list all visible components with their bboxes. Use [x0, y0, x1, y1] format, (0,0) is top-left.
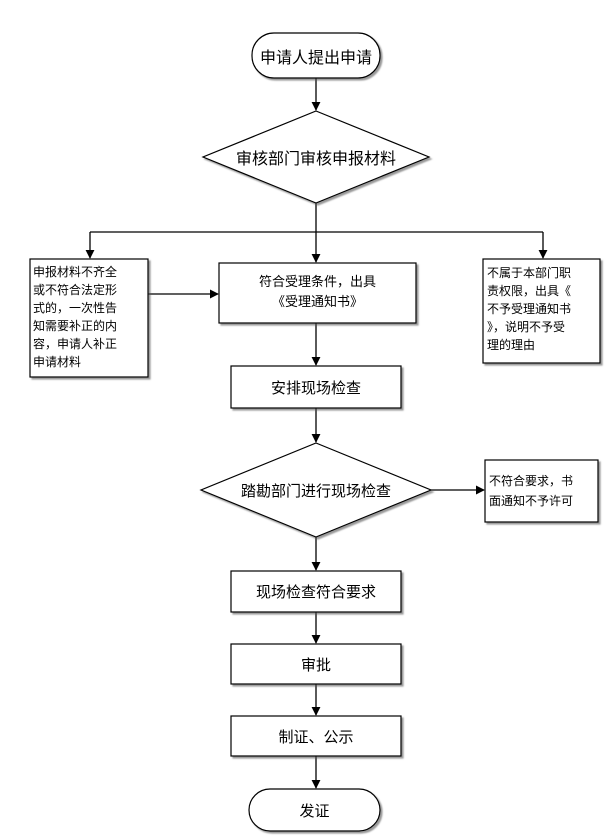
- arrange-box: [230, 365, 402, 409]
- approve-box: [230, 643, 402, 685]
- review-decision: [201, 110, 431, 204]
- certify-label: 制证、公示: [278, 727, 354, 746]
- meets-box: [230, 570, 402, 613]
- inspect-label: 踏勘部门进行现场检查: [240, 481, 391, 500]
- incomplete-box: [29, 258, 149, 378]
- accept-box: [218, 262, 417, 324]
- issue-label: 发证: [299, 801, 330, 820]
- approve-label: 审批: [300, 655, 331, 674]
- not-permit-label: 不符合要求，书 面通知不予许可: [489, 474, 574, 508]
- accept-label: 符合受理条件，出具 《受理通知书》: [258, 275, 376, 310]
- reject-label: 不属于本部门职 责权限，出具《 不予受理通知书 》，说明不予受 理的理由: [487, 266, 572, 352]
- incomplete-label: 申报材料不齐全 或不符合法定形 式的，一次性告 知需要补正的内 容，申请人补正 …: [33, 265, 118, 369]
- certify-box: [230, 715, 402, 757]
- review-label: 审核部门审核申报材料: [235, 149, 396, 168]
- start-terminator: [251, 32, 381, 79]
- not-permit-box: [484, 459, 599, 523]
- arrange-label: 安排现场检查: [270, 378, 361, 397]
- issue-terminator: [248, 788, 381, 832]
- reject-box: [482, 258, 601, 364]
- meets-label: 现场检查符合要求: [255, 583, 376, 601]
- start-label: 申请人提出申请: [259, 47, 372, 67]
- inspect-decision: [199, 442, 433, 538]
